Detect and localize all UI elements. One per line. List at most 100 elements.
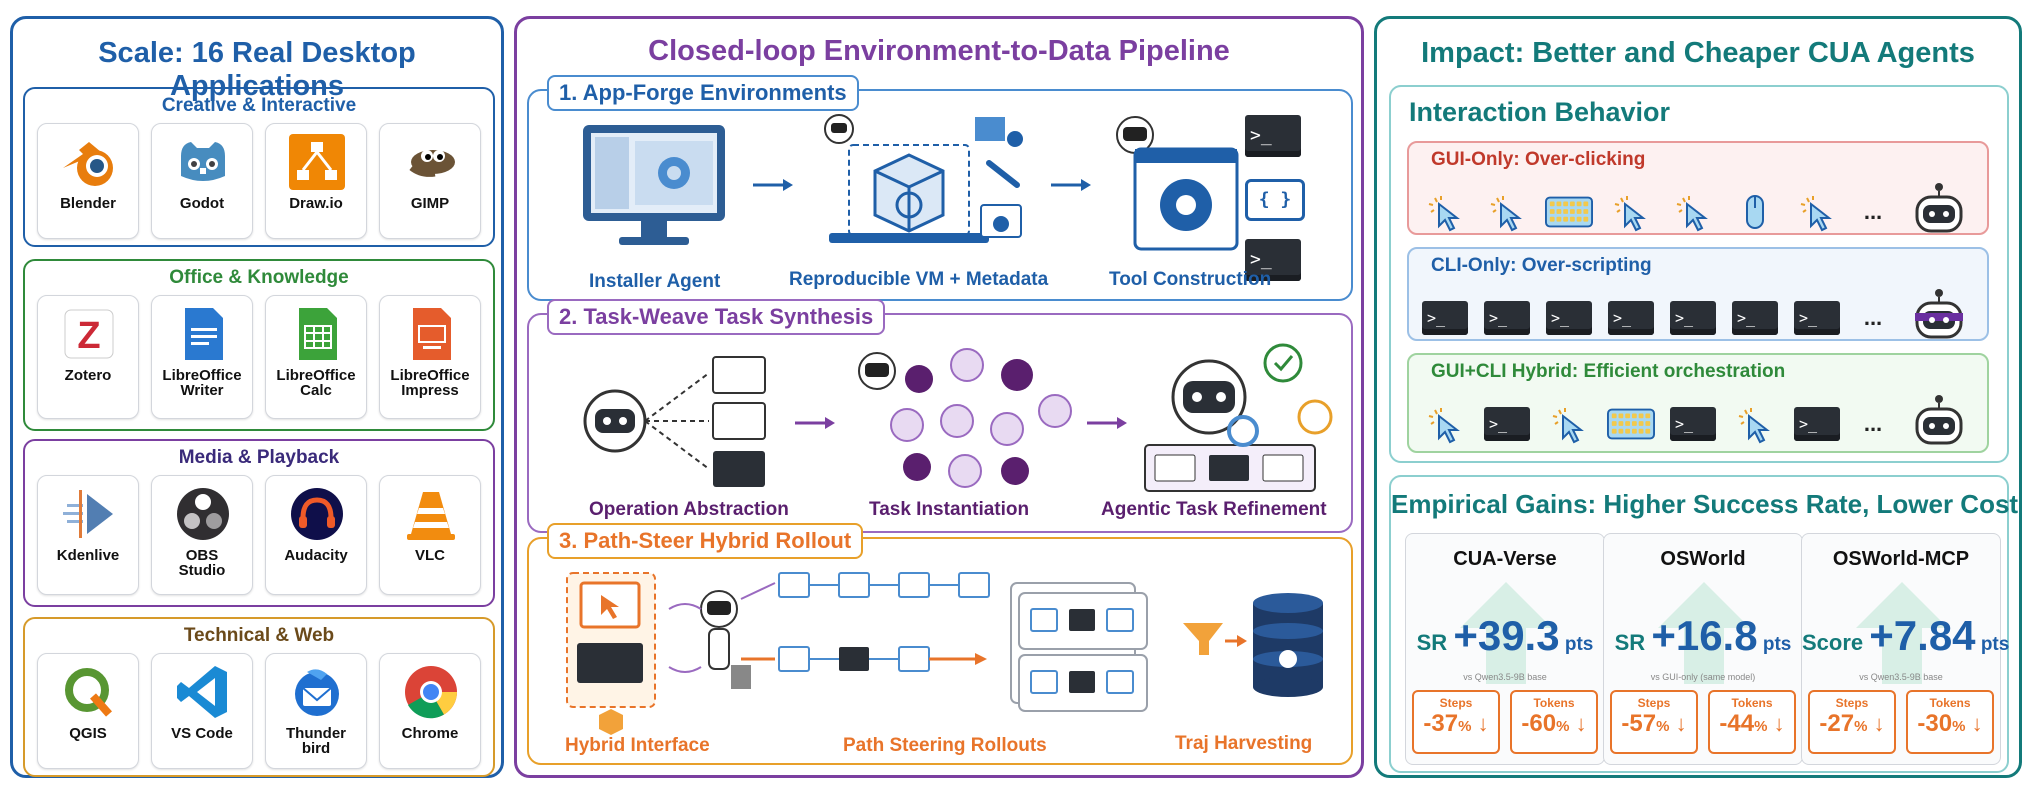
caption-agentic-refinement: Agentic Task Refinement — [1101, 499, 1327, 520]
app-label: GIMP — [410, 195, 450, 212]
behavior-gui-only-title: GUI-Only: Over-clicking — [1431, 149, 1646, 170]
app-label: QGIS — [69, 725, 107, 742]
app-label: LibreOffice Writer — [162, 367, 242, 399]
app-tile-vscode: VS Code — [151, 653, 253, 769]
terminal-prompt: >_ — [1484, 300, 1530, 335]
caption-tool-construction: Tool Construction — [1109, 269, 1272, 290]
app-tile-zotero: Z Zotero — [37, 295, 139, 419]
click-cursor-icon — [1667, 192, 1719, 232]
gain-value: SR +39.3 pts — [1406, 612, 1604, 660]
app-tile-gimp: GIMP — [379, 123, 481, 239]
down-arrow-icon: ↓ — [1569, 711, 1587, 736]
app-label: Thunder bird — [286, 725, 346, 757]
app-tile-audacity: Audacity — [265, 475, 367, 595]
app-label: OBS Studio — [178, 547, 226, 579]
cost-reduction-box: Tokens-44% ↓ — [1708, 690, 1796, 754]
cost-label: Tokens — [1731, 696, 1773, 710]
kdenlive-icon — [63, 490, 113, 538]
cost-value: -44% ↓ — [1719, 710, 1785, 737]
thunderbird-icon — [295, 669, 339, 716]
app-label: LibreOffice Calc — [276, 367, 356, 399]
app-label: Audacity — [284, 547, 348, 564]
down-arrow-icon: ↓ — [1867, 711, 1885, 736]
app-tile-kdenlive: Kdenlive — [37, 475, 139, 595]
click-cursor-icon — [1791, 192, 1843, 232]
database-harvest-icon — [1183, 593, 1323, 697]
app-label: Chrome — [401, 725, 459, 742]
terminal-prompt: >_ — [1794, 300, 1840, 335]
terminal-icon: >_ — [1481, 404, 1533, 444]
terminal-prompt: >_ — [1670, 406, 1716, 441]
flow-arrow-icon — [795, 417, 835, 429]
terminal-prompt: >_ — [1245, 239, 1301, 281]
group-title-office: Office & Knowledge — [169, 267, 349, 288]
click-cursor-icon — [1419, 404, 1471, 444]
behavior-cli-only: CLI-Only: Over-scripting >_>_>_>_>_>_>_.… — [1407, 247, 1989, 341]
behavior-hybrid: GUI+CLI Hybrid: Efficient orchestration … — [1407, 353, 1989, 453]
cost-value: -57% ↓ — [1621, 710, 1687, 737]
cost-label: Steps — [1637, 696, 1671, 710]
obs-icon — [177, 488, 229, 540]
terminal-search-icon: >_ — [1245, 239, 1305, 285]
app-tile-impress: LibreOffice Impress — [379, 295, 481, 419]
gain-benchmark-name: OSWorld-MCP — [1832, 548, 1970, 570]
ellipsis: ... — [1863, 198, 1883, 224]
empirical-gains-title: Empirical Gains: Higher Success Rate, Lo… — [1391, 489, 2019, 519]
vscode-icon — [177, 666, 227, 718]
app-tile-vlc: VLC — [379, 475, 481, 595]
vlc-icon — [407, 492, 455, 540]
interaction-behavior-panel: Interaction Behavior GUI-Only: Over-clic… — [1389, 85, 2009, 463]
ellipsis: ... — [1863, 304, 1883, 330]
app-label: Godot — [179, 195, 225, 212]
app-tile-blender: Blender — [37, 123, 139, 239]
gimp-icon — [409, 150, 455, 177]
app-tile-writer: LibreOffice Writer — [151, 295, 253, 419]
caption-hybrid-interface: Hybrid Interface — [565, 735, 710, 756]
group-title-technical: Technical & Web — [183, 625, 335, 646]
behavior-hybrid-icons: >_>_>_... — [1419, 393, 1969, 454]
app-label: VS Code — [171, 725, 233, 742]
app-tile-chrome: Chrome — [379, 653, 481, 769]
robot-icon — [1909, 287, 1969, 348]
down-arrow-icon: ↓ — [1471, 711, 1489, 736]
gain-benchmark-name: OSWorld — [1660, 548, 1746, 570]
svg-text:Z: Z — [77, 315, 100, 357]
impact-column: Impact: Better and Cheaper CUA Agents In… — [1374, 16, 2022, 778]
cost-reduction-box: Steps-37% ↓ — [1412, 690, 1500, 754]
click-cursor-icon — [1481, 192, 1533, 232]
group-title-media: Media & Playback — [178, 447, 340, 468]
agentic-refinement-icon — [1144, 343, 1333, 492]
stage-app-forge-tag: 1. App-Forge Environments — [547, 75, 859, 111]
up-arrow-icon — [1856, 582, 1948, 684]
hybrid-interface-icon — [566, 572, 656, 735]
app-label: Zotero — [64, 367, 112, 384]
drawio-icon — [289, 134, 345, 190]
behavior-hybrid-title: GUI+CLI Hybrid: Efficient orchestration — [1431, 361, 1786, 382]
audacity-icon — [291, 488, 343, 540]
gain-metric: SR — [1416, 630, 1454, 655]
app-label: Draw.io — [289, 195, 343, 212]
stage-task-weave-tag: 2. Task-Weave Task Synthesis — [547, 299, 886, 335]
cost-reduction-box: Tokens-30% ↓ — [1906, 690, 1994, 754]
applications-column: Scale: 16 Real Desktop Applications Crea… — [10, 16, 504, 778]
vm-package-icon — [824, 114, 1023, 243]
robot-icon — [1909, 181, 1969, 242]
app-label: Blender — [60, 195, 116, 212]
terminal-icon: >_ — [1729, 298, 1781, 338]
cost-value: -37% ↓ — [1423, 710, 1489, 737]
click-cursor-icon — [1605, 192, 1657, 232]
click-cursor-icon — [1543, 404, 1595, 444]
app-label: VLC — [415, 547, 445, 564]
caption-task-instantiation: Task Instantiation — [869, 499, 1030, 520]
terminal-icon: >_ — [1667, 298, 1719, 338]
stage-path-steer-tag: 3. Path-Steer Hybrid Rollout — [547, 523, 864, 559]
behavior-gui-only: GUI-Only: Over-clicking ... — [1407, 141, 1989, 235]
terminal-icon: >_ — [1791, 404, 1843, 444]
cost-value: -60% ↓ — [1521, 710, 1587, 737]
terminal-prompt: >_ — [1732, 300, 1778, 335]
down-arrow-icon: ↓ — [1767, 711, 1785, 736]
installer-monitor-icon — [583, 125, 725, 245]
pipeline-title: Closed-loop Environment-to-Data Pipeline — [648, 35, 1230, 67]
up-arrow-icon — [1658, 582, 1750, 684]
